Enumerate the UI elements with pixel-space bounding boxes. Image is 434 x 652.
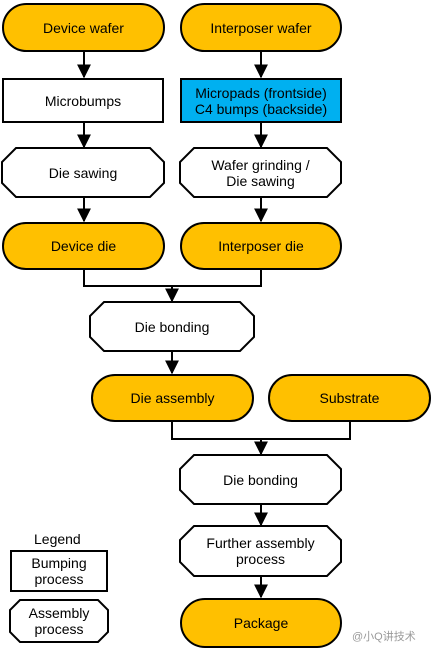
legend-assembly-swatch: Assembly process	[10, 600, 108, 642]
legend-assembly-label: Assembly process	[28, 605, 90, 637]
interposer-wafer-label: Interposer wafer	[210, 19, 312, 36]
wafer-grinding-shape	[179, 147, 342, 198]
micropads-label: Micropads (frontside) C4 bumps (backside…	[194, 84, 328, 117]
legend-title: Legend	[34, 531, 81, 547]
device-die-label: Device die	[50, 238, 117, 254]
legend-assembly-shape	[9, 599, 109, 643]
microbumps-label: Microbumps	[44, 92, 122, 109]
micropads-node: Micropads (frontside) C4 bumps (backside…	[180, 78, 342, 123]
interposer-die-node: Interposer die	[180, 222, 342, 270]
legend-bumping-swatch: Bumping process	[10, 550, 108, 592]
die-bonding-1-label: Die bonding	[134, 318, 210, 335]
interposer-wafer-node: Interposer wafer	[180, 3, 342, 52]
die-bonding-2-node: Die bonding	[180, 455, 341, 504]
die-bonding-1-shape	[89, 301, 255, 352]
device-wafer-label: Device wafer	[43, 19, 124, 36]
die-sawing-node: Die sawing	[2, 148, 164, 197]
further-assembly-shape	[179, 525, 342, 577]
die-sawing-shape	[1, 147, 165, 198]
wafer-grinding-node: Wafer grinding / Die sawing	[180, 148, 341, 197]
further-assembly-node: Further assembly process	[180, 526, 341, 576]
device-die-node: Device die	[2, 222, 165, 270]
microbumps-node: Microbumps	[2, 78, 164, 123]
substrate-node: Substrate	[268, 374, 431, 422]
die-bonding-2-shape	[179, 454, 342, 505]
wafer-grinding-label: Wafer grinding / Die sawing	[211, 156, 310, 189]
watermark: @小Q讲技术	[352, 631, 416, 643]
device-wafer-node: Device wafer	[2, 3, 165, 52]
substrate-label: Substrate	[319, 390, 380, 406]
package-node: Package	[180, 598, 342, 648]
die-bonding-2-label: Die bonding	[223, 471, 298, 488]
die-assembly-node: Die assembly	[91, 374, 254, 422]
die-sawing-label: Die sawing	[48, 164, 118, 181]
legend-bumping-label: Bumping process	[31, 555, 87, 587]
die-assembly-label: Die assembly	[130, 390, 215, 406]
die-bonding-1-node: Die bonding	[90, 302, 254, 351]
further-assembly-label: Further assembly process	[206, 535, 315, 567]
package-label: Package	[233, 615, 289, 631]
interposer-die-label: Interposer die	[218, 238, 304, 254]
